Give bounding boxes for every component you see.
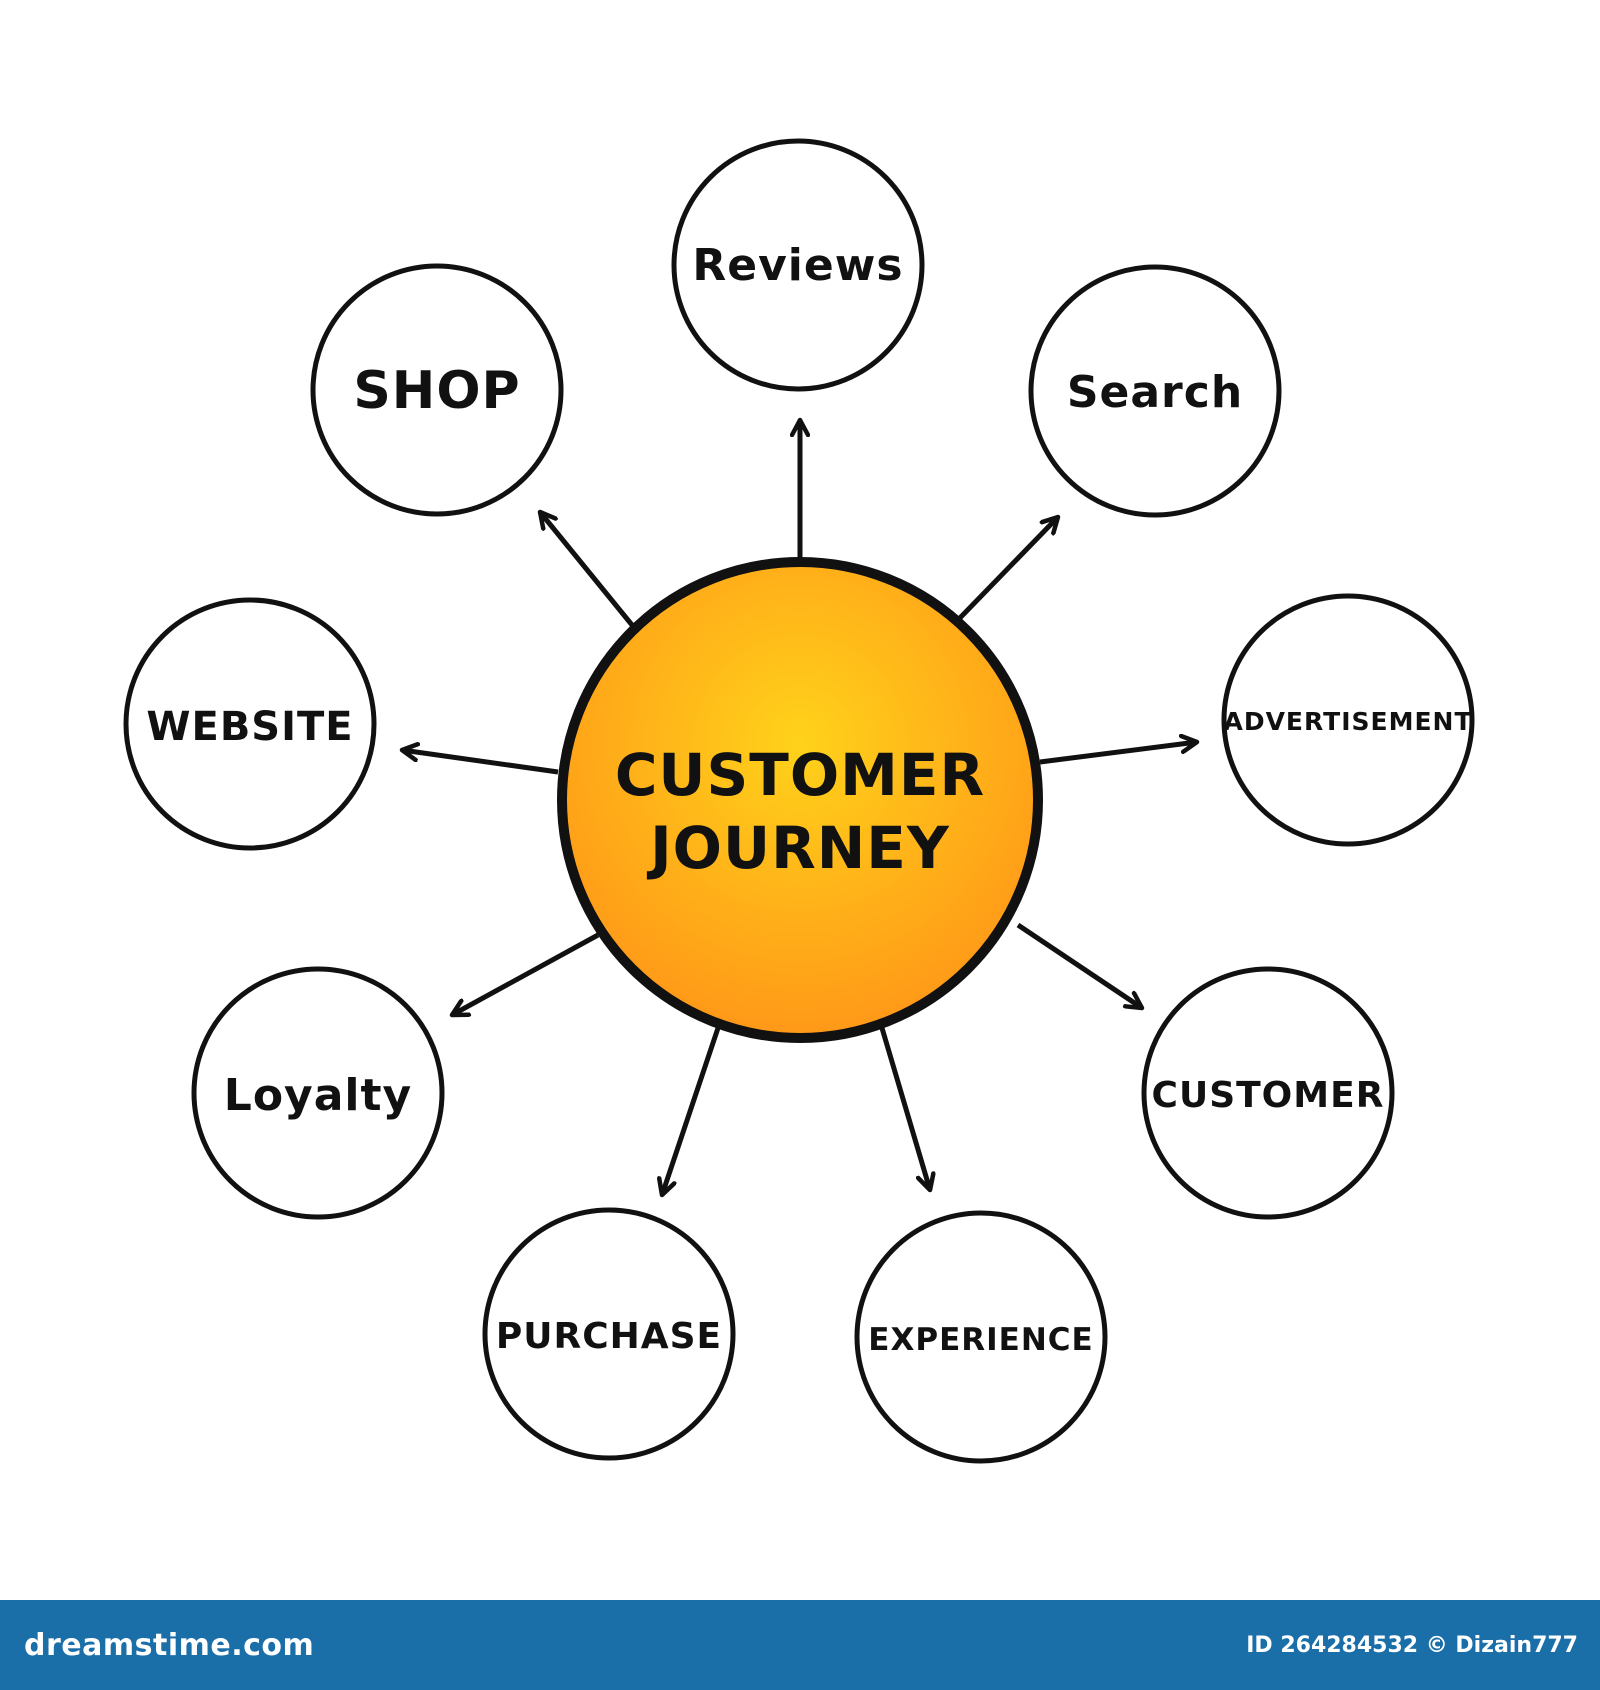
arrow-to-search (954, 517, 1058, 624)
node-label-advertisement: ADVERTISEMENT (1223, 707, 1472, 736)
node-label-website: WEBSITE (146, 704, 353, 750)
node-customer: CUSTOMER (1141, 966, 1395, 1220)
node-website: WEBSITE (123, 597, 377, 851)
node-circle (854, 1210, 1108, 1464)
node-circle (123, 597, 377, 851)
footer-credit: ID 264284532 © Dizain777 (1246, 1632, 1578, 1658)
node-label-search: Search (1067, 367, 1243, 418)
central-circle (557, 557, 1043, 1043)
arrow-to-website (402, 750, 559, 775)
node-purchase: PURCHASE (482, 1207, 736, 1461)
node-circle (1221, 593, 1475, 847)
node-label-reviews: Reviews (692, 240, 903, 291)
node-circle (482, 1207, 736, 1461)
node-loyalty: Loyalty (191, 966, 445, 1220)
node-circle (1141, 966, 1395, 1220)
arrow-to-purchase (662, 1027, 721, 1195)
node-label-loyalty: Loyalty (224, 1070, 412, 1121)
arrow-to-shop (540, 512, 634, 627)
node-label-customer: CUSTOMER (1152, 1075, 1385, 1116)
central-label-line2: JOURNEY (646, 814, 950, 882)
arrow-to-experience (879, 1027, 930, 1190)
node-circle (1028, 264, 1282, 518)
mind-map-diagram: CUSTOMER JOURNEY Reviews Search ADVERTIS… (123, 138, 1475, 1464)
node-search: Search (1028, 264, 1282, 518)
node-shop: SHOP (310, 263, 564, 517)
connector-arrows (402, 420, 1197, 1195)
node-label-purchase: PURCHASE (496, 1316, 722, 1357)
node-circle (310, 263, 564, 517)
node-circle (671, 138, 925, 392)
arrow-to-customer (1016, 922, 1142, 1008)
footer-logo[interactable]: dreamstime.com (24, 1627, 315, 1663)
node-reviews: Reviews (671, 138, 925, 392)
central-node: CUSTOMER JOURNEY (557, 557, 1043, 1043)
arrow-to-advertisement (1039, 742, 1197, 765)
central-label-line1: CUSTOMER (615, 741, 985, 809)
node-experience: EXPERIENCE (854, 1210, 1108, 1464)
node-circle (191, 966, 445, 1220)
footer-bar: dreamstime.com ID 264284532 © Dizain777 (0, 1600, 1600, 1690)
node-label-experience: EXPERIENCE (868, 1322, 1093, 1358)
node-advertisement: ADVERTISEMENT (1221, 593, 1475, 847)
arrow-to-loyalty (452, 932, 600, 1015)
node-label-shop: SHOP (353, 361, 520, 421)
